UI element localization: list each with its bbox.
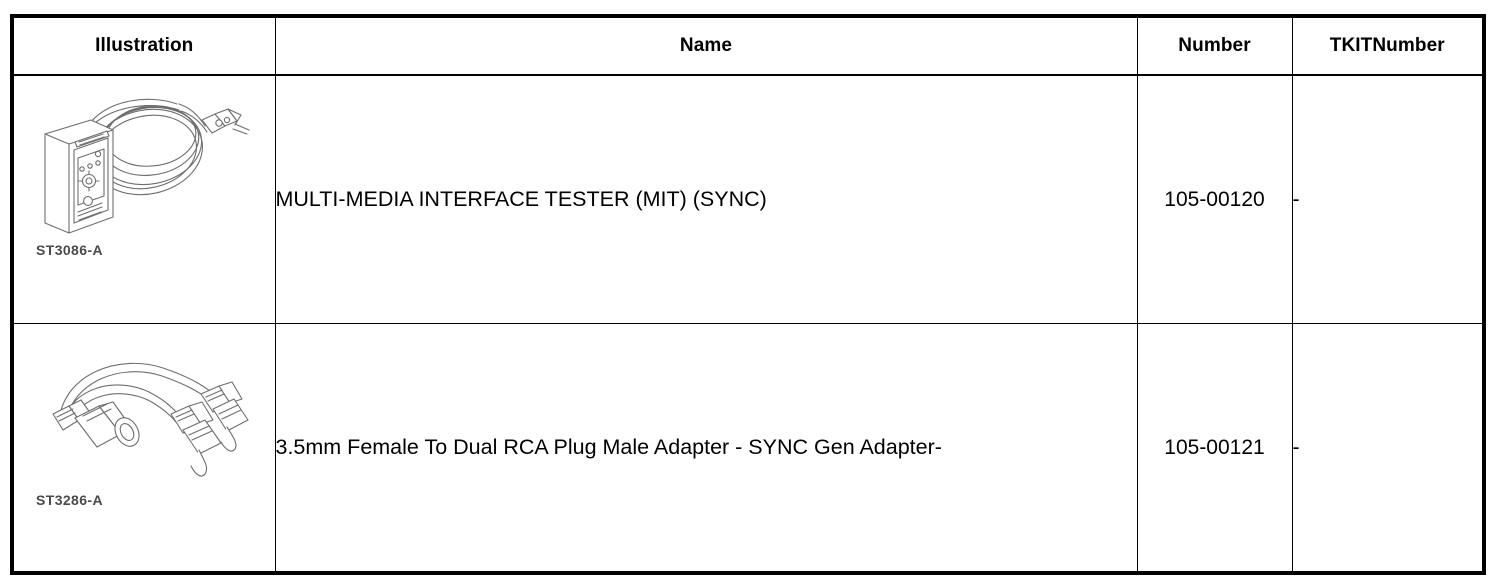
tool-name-cell: 3.5mm Female To Dual RCA Plug Male Adapt… [274,323,1138,574]
tester-device-illustration-icon [29,84,259,244]
tool-name-cell: MULTI-MEDIA INTERFACE TESTER (MIT) (SYNC… [274,74,1138,324]
table-row: ST3286-A 3.5mm Female To Dual RCA Plug M… [11,323,1485,574]
column-header-number: Number [1136,15,1293,76]
illustration-code-label: ST3286-A [36,492,104,508]
table-row: ST3086-A MULTI-MEDIA INTERFACE TESTER (M… [11,74,1485,324]
special-tools-table: Illustration Name Number TKITNumber [10,14,1486,575]
illustration-wrapper: ST3086-A [14,76,275,323]
tool-tkitnumber-cell: - [1291,323,1485,574]
table-header-row: Illustration Name Number TKITNumber [11,15,1485,76]
illustration-cell: ST3086-A [11,74,276,324]
tool-tkitnumber-cell: - [1291,74,1485,324]
column-header-illustration: Illustration [11,15,276,76]
column-header-name: Name [274,15,1138,76]
rca-adapter-cable-illustration-icon [29,342,259,492]
tool-number-cell: 105-00121 [1136,323,1293,574]
illustration-cell: ST3286-A [11,323,276,574]
tool-number-cell: 105-00120 [1136,74,1293,324]
illustration-code-label: ST3086-A [36,242,104,258]
column-header-tkitnumber: TKITNumber [1291,15,1485,76]
illustration-wrapper: ST3286-A [14,324,275,571]
